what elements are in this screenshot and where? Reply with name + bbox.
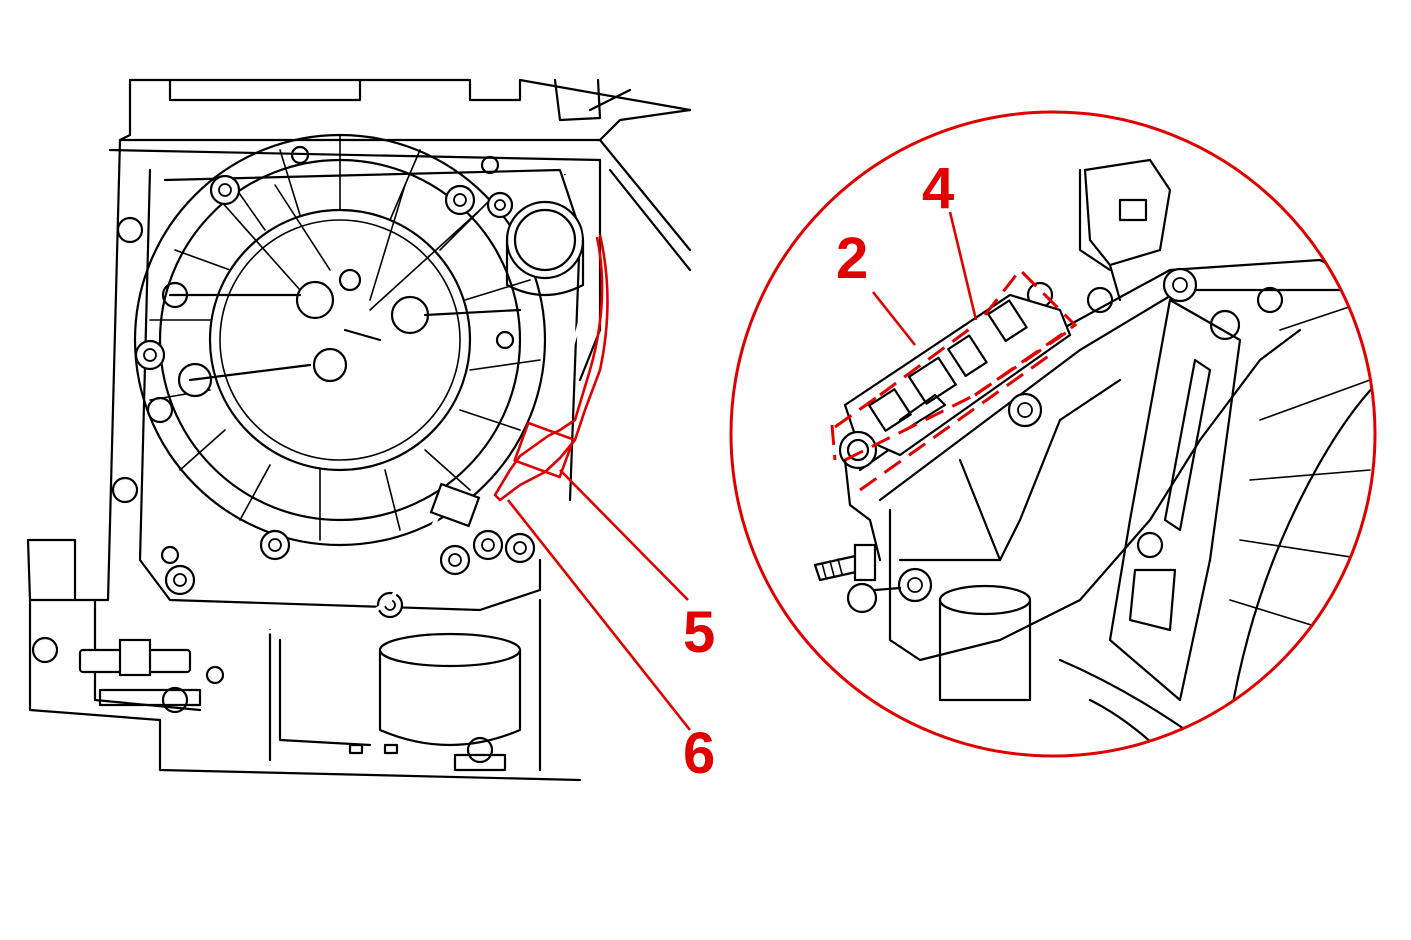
leader-line-6: [506, 499, 692, 731]
torx-bolt-icon: [134, 174, 536, 619]
callout-label-5: 5: [683, 600, 715, 665]
leader-line-4: [948, 211, 978, 321]
callout-label-6: 6: [683, 721, 715, 786]
wiring-harness-icon: [138, 173, 589, 662]
leader-line-2: [871, 291, 917, 346]
connector-2-highlight: [834, 323, 976, 429]
callout-label-2: 2: [836, 226, 868, 291]
leader-line-5: [559, 469, 689, 601]
callout-label-4: 4: [922, 156, 954, 221]
detail-magnifier-circle-icon: [729, 110, 1377, 758]
transmission-housing-icon: [26, 78, 692, 782]
connector-icon: [838, 293, 1072, 562]
connector-icon: [493, 234, 609, 502]
